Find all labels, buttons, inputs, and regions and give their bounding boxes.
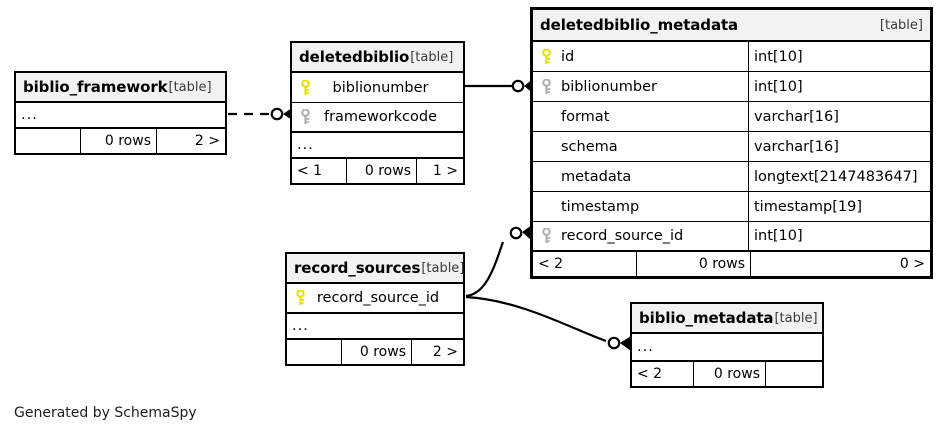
column-name: timestamp	[561, 198, 640, 215]
column-type: int[10]	[748, 72, 930, 101]
generated-by-caption: Generated by SchemaSpy	[14, 405, 197, 421]
table-biblio_framework[interactable]: biblio_framework [table] ... 0 rows 2 >	[14, 71, 227, 155]
primary-key-icon	[533, 48, 559, 65]
table-footer-biblio_framework: 0 rows 2 >	[16, 129, 225, 153]
footer-parents-count[interactable]: < 2	[533, 252, 637, 276]
table-title: record_sources	[294, 259, 421, 277]
table-row[interactable]: schema varchar[16]	[533, 132, 930, 162]
table-title: biblio_metadata	[639, 309, 774, 327]
foreign-key-icon	[292, 109, 318, 125]
table-footer-record_sources: 0 rows 2 >	[287, 340, 463, 364]
edge-record_sources-deletedbiblio_metadata	[465, 225, 532, 298]
table-record_sources[interactable]: record_sources [table] record_source_id …	[285, 252, 465, 366]
table-deletedbiblio_metadata[interactable]: deletedbiblio_metadata [table] id int[10…	[530, 7, 933, 279]
table-row[interactable]: id int[10]	[533, 42, 930, 72]
footer-children-count[interactable]: 2 >	[432, 344, 458, 360]
footer-row-count: 0 rows	[637, 252, 751, 276]
edge-biblio_framework-deletedbiblio	[228, 106, 295, 122]
footer-row-count: 0 rows	[347, 159, 417, 183]
primary-key-icon	[287, 290, 313, 306]
column-name: metadata	[561, 168, 632, 185]
table-row[interactable]: biblionumber	[292, 73, 463, 103]
edge-deletedbiblio-deletedbiblio_metadata	[464, 78, 534, 94]
more-columns-indicator: ...	[632, 334, 822, 362]
column-type: varchar[16]	[748, 132, 930, 161]
foreign-key-icon	[533, 228, 559, 244]
column-name: frameworkcode	[323, 109, 438, 125]
table-row[interactable]: timestamp timestamp[19]	[533, 192, 930, 222]
column-type: int[10]	[748, 222, 930, 250]
table-header-deletedbiblio_metadata: deletedbiblio_metadata [table]	[533, 10, 930, 42]
more-columns-indicator: ...	[287, 314, 463, 340]
table-title: biblio_framework	[23, 78, 168, 96]
table-footer-biblio_metadata: < 2 0 rows	[632, 362, 822, 386]
table-footer-deletedbiblio_metadata: < 2 0 rows 0 >	[533, 252, 930, 276]
column-name: schema	[561, 138, 618, 155]
table-row[interactable]: record_source_id int[10]	[533, 222, 930, 252]
table-row[interactable]: metadata longtext[2147483647]	[533, 162, 930, 192]
column-name: record_source_id	[561, 228, 684, 244]
table-row[interactable]: format varchar[16]	[533, 102, 930, 132]
column-type: int[10]	[748, 42, 930, 71]
footer-row-count: 0 rows	[342, 340, 412, 364]
table-header-biblio_metadata: biblio_metadata [table]	[632, 304, 822, 334]
table-title: deletedbiblio	[299, 48, 410, 66]
footer-children-count[interactable]	[766, 362, 822, 386]
more-columns-indicator: ...	[16, 103, 225, 129]
edge-record_sources-biblio_metadata	[465, 295, 631, 351]
footer-parents-count[interactable]	[16, 129, 81, 153]
table-row[interactable]: biblionumber int[10]	[533, 72, 930, 102]
column-type: timestamp[19]	[748, 192, 930, 221]
footer-row-count: 0 rows	[81, 129, 157, 153]
table-footer-deletedbiblio: < 1 0 rows 1 >	[292, 159, 463, 183]
table-type-tag: [table]	[168, 79, 212, 95]
footer-children-count[interactable]: 1 >	[432, 163, 458, 179]
table-row[interactable]: record_source_id	[287, 284, 463, 314]
table-biblio_metadata[interactable]: biblio_metadata [table] ... < 2 0 rows	[630, 302, 824, 388]
footer-parents-count[interactable]	[287, 340, 342, 364]
table-header-deletedbiblio: deletedbiblio [table]	[292, 43, 463, 73]
more-columns-indicator: ...	[292, 133, 463, 159]
column-name: format	[561, 108, 610, 125]
column-name: biblionumber	[332, 79, 429, 96]
footer-parents-count[interactable]: < 2	[632, 362, 694, 386]
table-type-tag: [table]	[879, 17, 923, 33]
table-type-tag: [table]	[774, 310, 818, 326]
table-type-tag: [table]	[410, 49, 454, 65]
column-name: biblionumber	[561, 78, 657, 95]
footer-row-count: 0 rows	[694, 362, 766, 386]
column-name: record_source_id	[316, 290, 440, 306]
table-row[interactable]: frameworkcode	[292, 103, 463, 133]
table-header-record_sources: record_sources [table]	[287, 254, 465, 284]
footer-parents-count[interactable]: < 1	[292, 159, 347, 183]
primary-key-icon	[292, 79, 318, 96]
footer-children-count[interactable]: 2 >	[194, 133, 220, 149]
foreign-key-icon	[533, 78, 559, 95]
table-deletedbiblio[interactable]: deletedbiblio [table] biblionumber frame…	[290, 41, 465, 185]
column-type: varchar[16]	[748, 102, 930, 131]
column-type: longtext[2147483647]	[748, 162, 930, 191]
table-type-tag: [table]	[421, 260, 465, 276]
footer-children-count[interactable]: 0 >	[899, 256, 925, 272]
table-header-biblio_framework: biblio_framework [table]	[16, 73, 225, 103]
column-name: id	[561, 48, 575, 65]
table-title: deletedbiblio_metadata	[540, 16, 739, 34]
